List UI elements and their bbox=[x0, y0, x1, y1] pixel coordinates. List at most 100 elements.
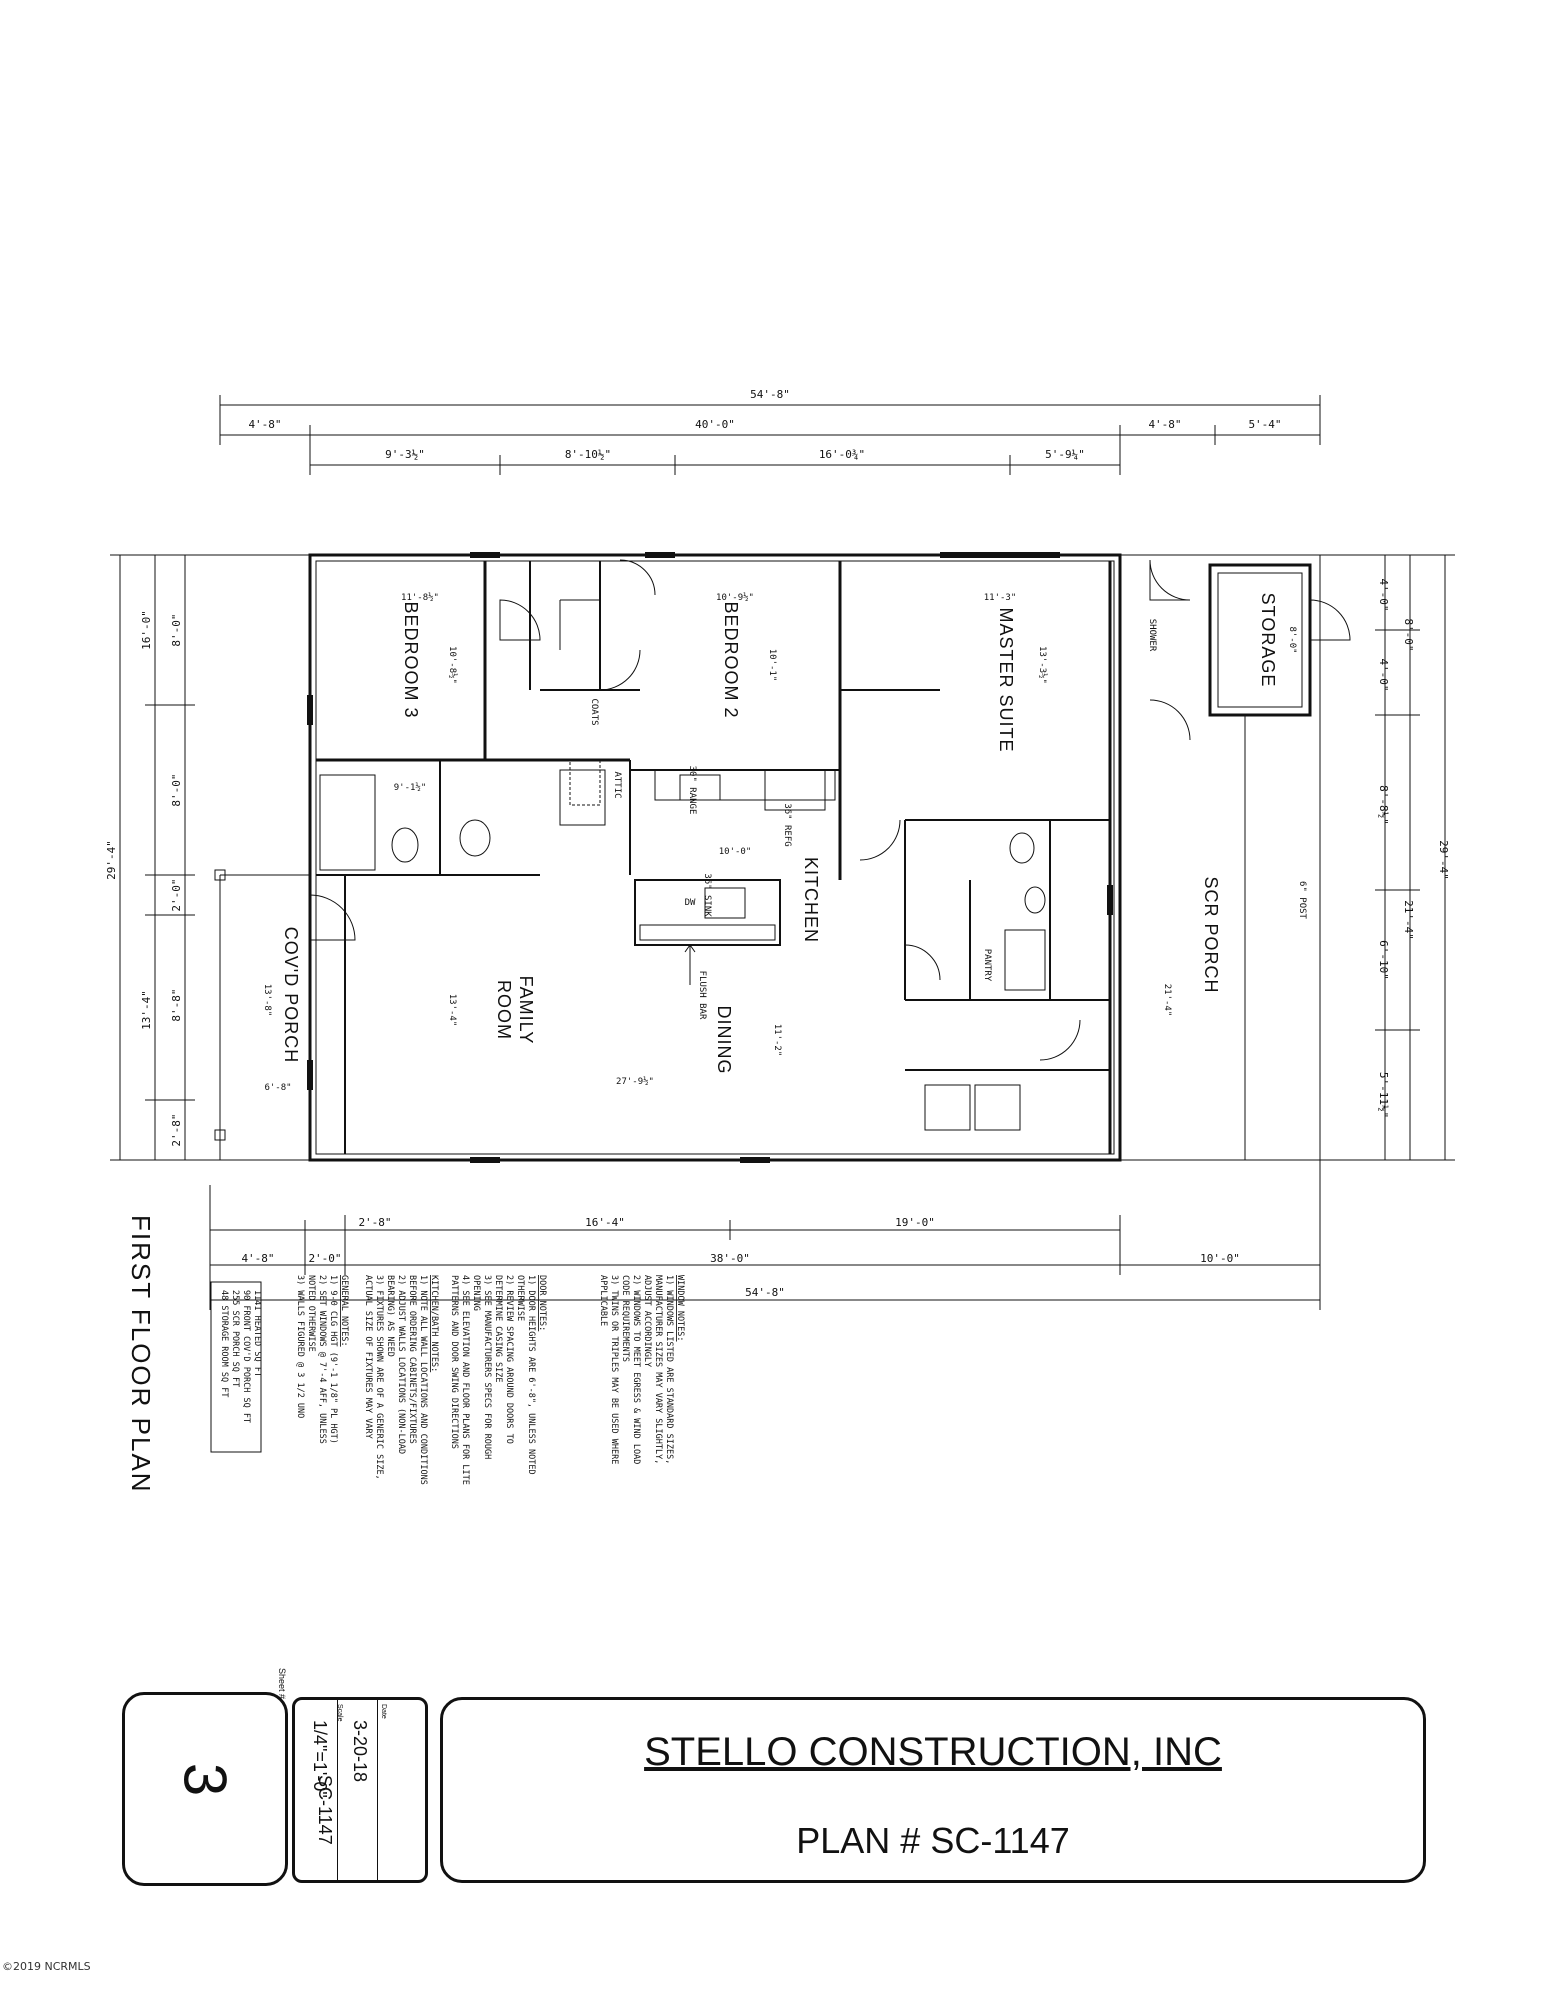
notes-door-line: OTHERWISE bbox=[515, 1275, 525, 1321]
label-b2-height: 10'-1" bbox=[767, 649, 777, 682]
dim-top-sub-3: 16'-0¾" bbox=[819, 448, 865, 461]
notes-window-line: CODE REQUIREMENTS bbox=[620, 1275, 630, 1362]
dim-left-b: 2'-0" bbox=[170, 878, 183, 911]
dim-top-sub-1: 9'-3½" bbox=[385, 448, 425, 461]
dim-bot-4: 16'-4" bbox=[585, 1216, 625, 1229]
date-label: Date bbox=[380, 1704, 387, 1719]
dim-left-c1: 8'-8" bbox=[170, 988, 183, 1021]
label-covd-height: 13'-8" bbox=[262, 984, 272, 1017]
room-master-suite: MASTER SUITE bbox=[996, 607, 1016, 752]
notes-window-line: MANUFACTURER SIZES MAY VARY SLIGHTLY, bbox=[653, 1275, 663, 1464]
notes-kitchen-line: BEFORE ORDERING CABINETS/FIXTURES bbox=[407, 1275, 417, 1444]
dim-bot-3: 2'-8" bbox=[358, 1216, 391, 1229]
notes-door-line: OPENING bbox=[471, 1275, 481, 1311]
label-dining-height: 11'-2" bbox=[772, 1024, 782, 1057]
dim-top-main: 40'-0" bbox=[695, 418, 735, 431]
notes-general-line: NOTED OTHERWISE bbox=[306, 1275, 316, 1352]
dim-right-c: 4'-0" bbox=[1377, 658, 1390, 691]
label-dw: DW bbox=[685, 898, 696, 908]
company-name: STELLO CONSTRUCTION, INC bbox=[644, 1730, 1222, 1774]
notes-window-line: 1) WINDOWS LISTED ARE STANDARD SIZES, bbox=[664, 1275, 674, 1464]
notes-door-line: 2) REVIEW SPACING AROUND DOORS TO bbox=[504, 1275, 514, 1444]
dim-top-sub-4: 5'-9¼" bbox=[1045, 448, 1085, 461]
notes-area-line: 48 STORAGE ROOM SQ FT bbox=[219, 1290, 229, 1397]
notes-door-line: DETERMINE CASING SIZE bbox=[493, 1275, 503, 1382]
plan-title: FIRST FLOOR PLAN bbox=[126, 1215, 156, 1494]
notes-kitchen-title: KITCHEN/BATH NOTES: bbox=[429, 1275, 439, 1372]
dim-top-sub-2: 8'-10½" bbox=[565, 448, 611, 461]
dim-bot-1: 4'-8" bbox=[241, 1252, 274, 1265]
notes-general-line: 3) WALLS FIGURED @ 3 1/2 UNO bbox=[295, 1275, 305, 1418]
notes-window-line: 2) WINDOWS TO MEET EGRESS & WIND LOAD bbox=[631, 1275, 641, 1464]
notes-door-line: 4) SEE ELEVATION AND FLOOR PLANS FOR LIT… bbox=[460, 1275, 470, 1485]
room-kitchen: KITCHEN bbox=[801, 857, 821, 943]
label-scr-height: 21'-4" bbox=[1162, 984, 1172, 1017]
label-sink: 36" SINK bbox=[702, 873, 712, 917]
dim-left-a2: 8'-0" bbox=[170, 773, 183, 806]
label-post: 6" POST bbox=[1297, 881, 1307, 920]
dim-left-overall: 29'-4" bbox=[105, 840, 118, 880]
dim-left-a: 16'-0" bbox=[140, 610, 153, 650]
label-family-height: 13'-4" bbox=[447, 994, 457, 1027]
notes-door-line: 1) DOOR HEIGHTS ARE 6'-8", UNLESS NOTED bbox=[526, 1275, 536, 1475]
label-ms-height: 13'-3½" bbox=[1037, 646, 1048, 684]
label-b3-height: 10'-8½" bbox=[447, 646, 458, 684]
notes-kitchen-line: 3) FIXTURES SHOWN ARE OF A GENERIC SIZE, bbox=[374, 1275, 384, 1480]
plan-info-box: SC-1147 Date 3-20-18 Scale 1/4"=1'-0" bbox=[292, 1697, 428, 1883]
label-range: 30" RANGE bbox=[687, 766, 697, 815]
room-family: FAMILY bbox=[516, 976, 536, 1045]
notes-door-line: PATTERNS AND DOOR SWING DIRECTIONS bbox=[449, 1275, 459, 1449]
notes-area-line: 90 FRONT COV'D PORCH SQ FT bbox=[241, 1290, 251, 1423]
label-family-width: 27'-9½" bbox=[616, 1076, 654, 1087]
company-title-box: STELLO CONSTRUCTION, INC PLAN # SC-1147 bbox=[440, 1697, 1426, 1883]
dim-right-g: 5'-11½" bbox=[1377, 1072, 1390, 1118]
sheet-label: Sheet # bbox=[277, 1667, 287, 1699]
label-attic: ATTIC bbox=[612, 771, 622, 798]
room-bedroom-3: BEDROOM 3 bbox=[401, 601, 421, 718]
dim-right-d: 8'-8½" bbox=[1377, 785, 1390, 825]
notes-general-line: 1) 9-0 CLG HGT (9'-1 1/8" PL HGT) bbox=[328, 1275, 338, 1444]
dim-right-b: 8'-0" bbox=[1402, 618, 1415, 651]
room-covd-porch: COV'D PORCH bbox=[281, 927, 301, 1063]
dim-left-d: 2'-8" bbox=[170, 1113, 183, 1146]
notes-kitchen-line: 2) ADJUST WALLS LOCATIONS (NON-LOAD bbox=[396, 1275, 406, 1454]
plan-scale: 1/4"=1'-0" bbox=[310, 1720, 330, 1798]
notes-area-line: 255 SCR PORCH SQ FT bbox=[230, 1290, 240, 1387]
plan-number: PLAN # SC-1147 bbox=[796, 1820, 1070, 1861]
label-covd-width: 6'-8" bbox=[264, 1083, 291, 1093]
notes-kitchen-line: ACTUAL SIZE OF FIXTURES MAY VARY bbox=[363, 1275, 373, 1439]
dim-right-f: 6'-10" bbox=[1377, 940, 1390, 980]
notes-kitchen-line: 1) NOTE ALL WALL LOCATIONS AND CONDITION… bbox=[418, 1275, 428, 1485]
label-kitchen-width: 10'-0" bbox=[719, 847, 752, 857]
notes-window-line: APPLICABLE bbox=[598, 1275, 608, 1326]
dim-right-e: 21'-4" bbox=[1402, 900, 1415, 940]
room-family-2: ROOM bbox=[494, 980, 514, 1040]
copyright-watermark: ©2019 NCRMLS bbox=[2, 1960, 91, 1973]
notes-door-line: 3) SEE MANUFACTURERS SPECS FOR ROUGH bbox=[482, 1275, 492, 1459]
notes-general-line: 2) SET WINDOWS @ 7'-4 AFF, UNLESS bbox=[317, 1275, 327, 1444]
sheet-number-box: Sheet # 3 bbox=[122, 1668, 288, 1886]
notes-window-line: ADJUST ACCORDINGLY bbox=[642, 1275, 652, 1367]
sheet-number: 3 bbox=[171, 1762, 239, 1797]
notes-kitchen-line: BEARING) AS NEED bbox=[385, 1275, 395, 1357]
notes-window-title: WINDOW NOTES: bbox=[675, 1275, 685, 1342]
label-shower: SHOWER bbox=[1147, 619, 1157, 652]
plan-date: 3-20-18 bbox=[350, 1720, 370, 1783]
dim-left-a1: 8'-0" bbox=[170, 613, 183, 646]
plan-notes: WINDOW NOTES:1) WINDOWS LISTED ARE STAND… bbox=[210, 1275, 685, 1485]
dim-top-overall: 54'-8" bbox=[750, 388, 790, 401]
label-flush-bar: FLUSH BAR bbox=[697, 971, 707, 1020]
label-ms-width: 11'-3" bbox=[984, 593, 1017, 603]
dim-right-a: 4'-0" bbox=[1377, 578, 1390, 611]
dim-bot-7: 10'-0" bbox=[1200, 1252, 1240, 1265]
label-b2-width: 10'-9½" bbox=[716, 592, 754, 603]
dim-bot-overall: 54'-8" bbox=[745, 1286, 785, 1299]
dim-top-right-a: 4'-8" bbox=[1148, 418, 1181, 431]
notes-window-line: 3) TWINS OR TRIPLES MAY BE USED WHERE bbox=[609, 1275, 619, 1464]
label-bath-width: 9'-1½" bbox=[394, 782, 427, 793]
label-coats: COATS bbox=[589, 698, 599, 725]
label-b3-width: 11'-8½" bbox=[401, 592, 439, 603]
room-dining: DINING bbox=[714, 1006, 734, 1075]
label-refg: 36" REFG bbox=[782, 803, 792, 846]
room-bedroom-2: BEDROOM 2 bbox=[721, 601, 741, 718]
